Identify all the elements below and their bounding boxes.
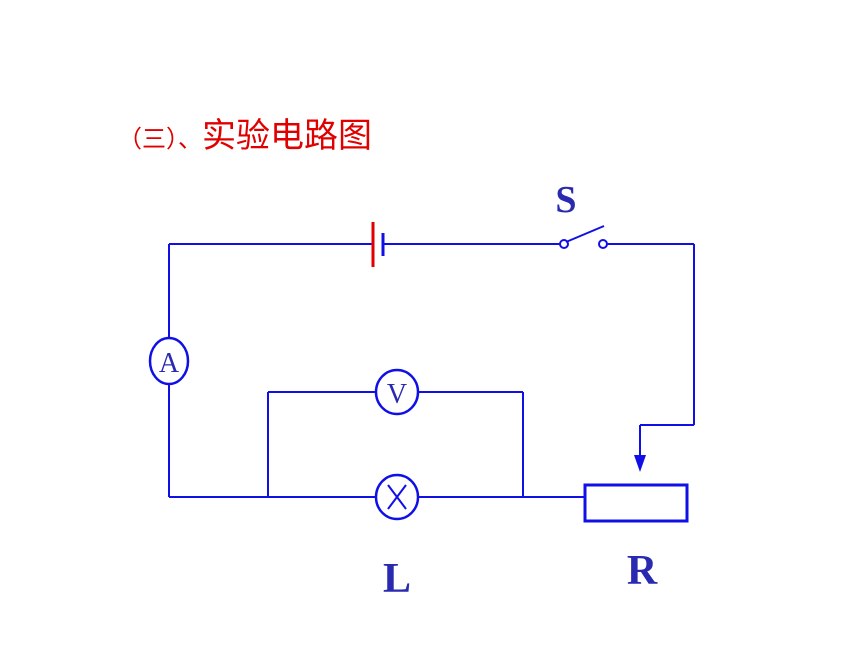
rheostat-body [583,483,689,523]
switch-symbol [559,225,608,249]
switch-terminal-right [598,239,608,249]
lamp-label: L [383,556,411,602]
ammeter-label: A [159,348,180,379]
ammeter-symbol: A [148,336,190,386]
rheostat-label: R [627,548,658,594]
switch-blade [565,225,605,243]
wires [168,243,695,498]
battery-symbol [371,222,385,267]
section-heading: （三）、实验电路图 [118,108,372,157]
rheostat-slider-arrow [634,455,646,472]
rheostat-symbol [583,455,689,523]
voltmeter-symbol: V [374,368,420,416]
ammeter-circle [148,336,190,386]
heading-prefix: （三）、 [118,125,202,153]
heading-title: 实验电路图 [202,116,372,156]
lamp-cross-b [387,484,407,510]
voltmeter-label: V [387,379,407,410]
lamp-symbol [374,473,420,521]
voltmeter-circle [374,368,420,416]
switch-label: S [555,179,576,221]
